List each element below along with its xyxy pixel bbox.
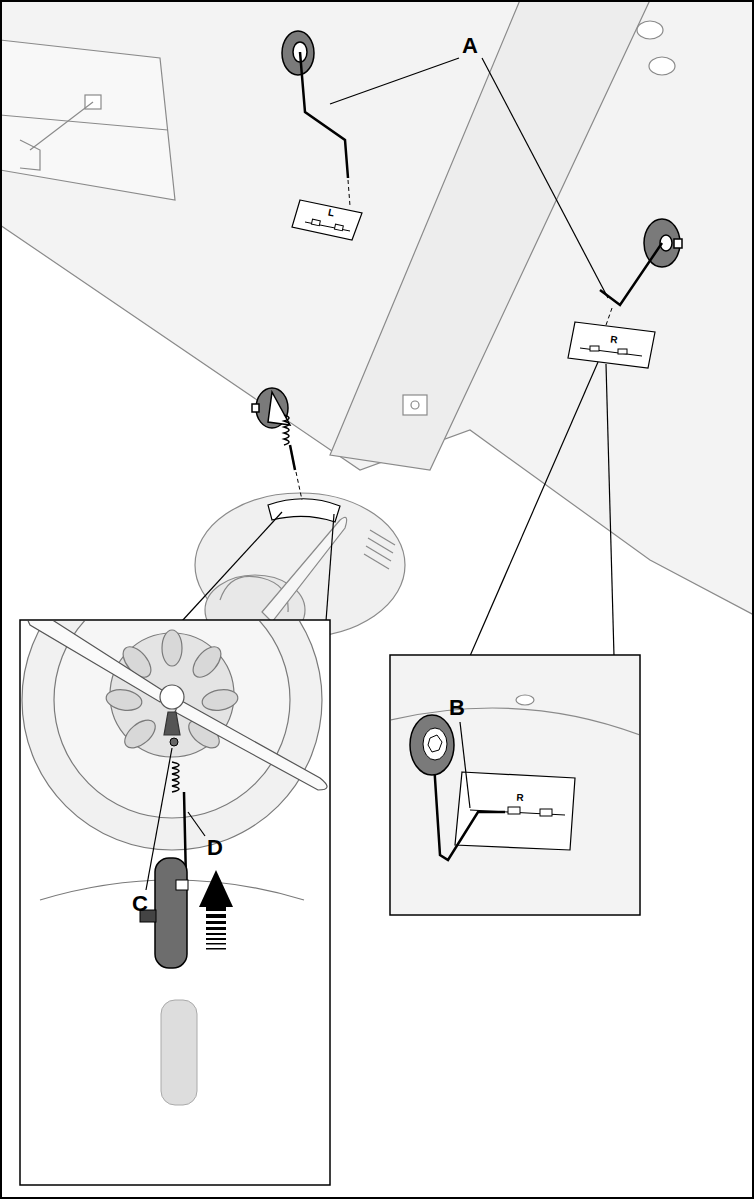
callout-letter: D	[207, 837, 223, 859]
direction-arrow-part	[206, 938, 226, 940]
callout-leaders-part	[330, 58, 459, 104]
hatch-screw	[411, 401, 419, 409]
inset-right-part	[423, 728, 447, 760]
inset-left-part	[176, 880, 188, 890]
inset-left-part-part	[172, 762, 179, 792]
right-gear-part	[580, 348, 642, 356]
inset-left-part-part-part	[201, 687, 240, 713]
inset-right-part	[410, 715, 454, 775]
exhaust-part	[370, 530, 395, 545]
inset-left-part-part-part	[105, 687, 144, 713]
hatch	[403, 395, 427, 415]
right-gear-part	[600, 243, 662, 305]
airplane	[0, 0, 754, 705]
inset-left-part-part-part	[162, 630, 182, 666]
direction-arrow-part	[199, 870, 233, 907]
right-gear	[568, 219, 682, 368]
inset-right-part	[540, 809, 552, 816]
direction-arrow-part	[206, 943, 226, 945]
callout-leaders-part	[470, 362, 598, 656]
left-gear-part	[292, 200, 362, 240]
inset-right-part	[390, 655, 640, 915]
left-gear-part	[311, 219, 320, 226]
left-gear-part	[282, 31, 314, 75]
ghost-position	[161, 1000, 197, 1105]
wing-hole	[637, 21, 663, 39]
inset-right-part	[391, 656, 639, 914]
inset-right	[390, 655, 640, 915]
direction-arrow-part	[206, 948, 226, 950]
inset-left	[20, 550, 330, 1185]
nose-gear-part	[290, 445, 295, 470]
inset-left-part-part	[160, 685, 184, 709]
exhaust-part	[366, 546, 391, 561]
nose-gear-part	[252, 404, 259, 412]
inset-left-part-part	[164, 712, 180, 735]
inset-left-part-part	[175, 700, 327, 790]
inset-left-part	[170, 738, 178, 746]
right-gear-part	[674, 239, 682, 248]
inset-right-part	[428, 735, 442, 752]
left-gear-part	[334, 224, 343, 231]
inset-left-part-part	[188, 812, 205, 836]
inset-right-part	[455, 772, 575, 850]
left-gear-part	[300, 52, 348, 178]
wing-hole	[649, 57, 675, 75]
direction-arrow-part	[206, 933, 226, 935]
side-marking: R	[516, 793, 524, 803]
prop-blade	[262, 517, 347, 622]
left-gear	[282, 31, 362, 240]
callout-leaders-part	[482, 58, 608, 298]
inset-left-part-part	[27, 621, 165, 702]
callout-letter: C	[132, 893, 148, 915]
exhaust-part	[364, 554, 389, 569]
direction-arrow	[199, 870, 233, 950]
direction-arrow-part	[206, 907, 226, 911]
inset-left-part-part	[146, 748, 172, 890]
left-gear-part	[348, 180, 350, 206]
inset-left-part-part	[22, 621, 322, 850]
direction-arrow-part	[206, 927, 226, 930]
callout-leaders-part	[326, 514, 334, 621]
exhaust-part	[368, 538, 393, 553]
callout-leaders-part	[182, 512, 282, 621]
inset-left-part	[155, 858, 187, 968]
hinge-line	[0, 115, 168, 130]
direction-arrow-part	[206, 921, 226, 924]
inset-left-part	[146, 748, 205, 890]
aileron	[0, 40, 175, 200]
direction-arrow-part	[206, 914, 226, 918]
nose-gear-part	[296, 472, 302, 500]
pushrod	[30, 102, 93, 150]
cowl-opening	[268, 499, 340, 522]
right-gear-part	[568, 322, 655, 368]
right-gear-part	[590, 346, 599, 351]
inset-right-part-part	[391, 656, 639, 914]
fuselage	[330, 0, 650, 470]
inset-right-part	[460, 722, 470, 808]
inset-left-part-part-part	[188, 642, 226, 682]
callout-letter: B	[449, 697, 465, 719]
callout-leaders	[182, 58, 614, 656]
right-gear-part	[618, 349, 627, 354]
inset-right-part	[508, 807, 520, 814]
inset-right-part-part	[516, 695, 534, 705]
side-marking: R	[610, 335, 618, 346]
exhaust	[364, 530, 395, 569]
right-gear-part	[605, 308, 612, 328]
callout-letter: A	[462, 35, 478, 57]
inset-left-part-part-part	[120, 715, 160, 753]
nose-gear-part	[284, 415, 289, 445]
callout-leaders-part	[606, 364, 614, 656]
nose-gear	[252, 388, 302, 500]
